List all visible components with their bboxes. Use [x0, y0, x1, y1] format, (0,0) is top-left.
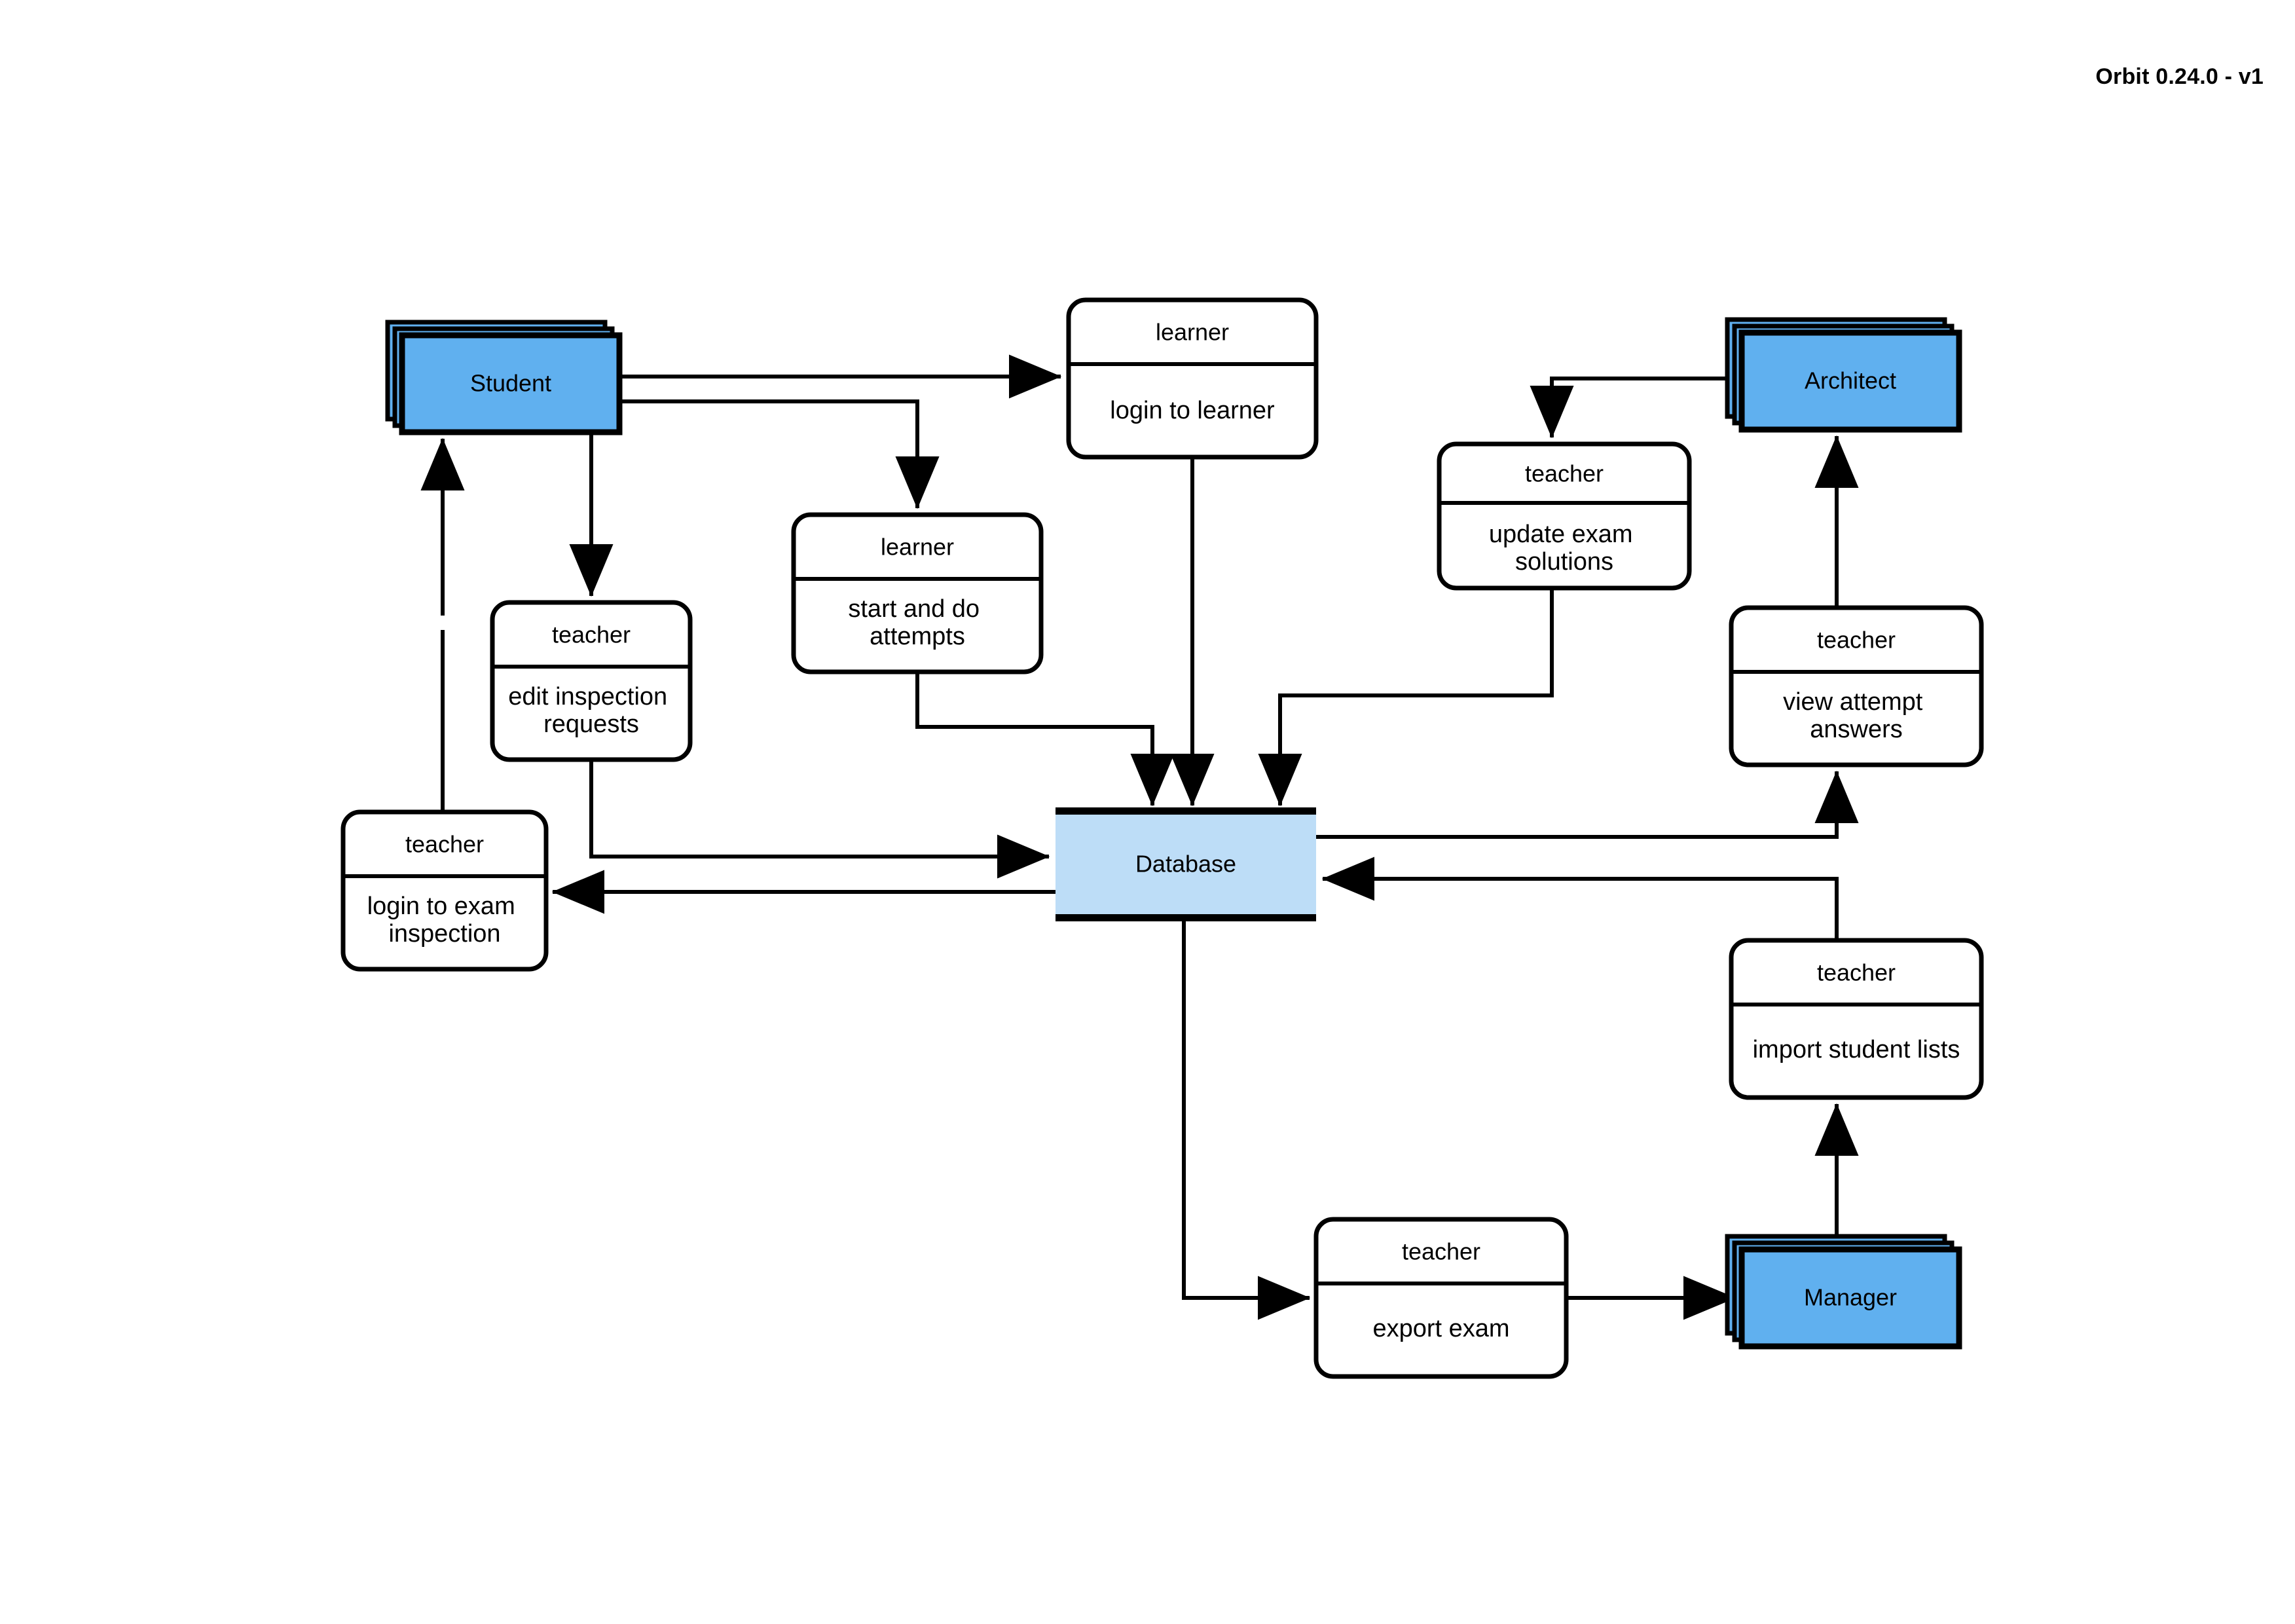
datastore-database[interactable]: Database [1056, 807, 1316, 921]
process-edit-inspection-requests-action: edit inspection requests [508, 683, 674, 738]
datastore-database-top-bar [1056, 807, 1316, 815]
process-export-exam[interactable]: teacher export exam [1313, 1217, 1569, 1379]
process-view-attempt-answers-action: view attempt answers [1783, 688, 1930, 743]
process-update-exam-solutions-body[interactable] [1437, 441, 1692, 591]
process-edit-inspection-requests-body[interactable] [490, 600, 693, 762]
process-view-attempt-answers-body[interactable] [1729, 605, 1984, 767]
process-import-student-lists-action: import student lists [1753, 1036, 1960, 1063]
process-start-and-do-attempts-role: learner [881, 534, 954, 561]
edge-edit-inspection-requests-to-database [589, 760, 1050, 879]
actor-architect-body[interactable] [1738, 329, 1962, 433]
process-login-to-exam-inspection-action: login to exam inspection [367, 893, 523, 948]
actor-architect[interactable]: Architect [1725, 317, 1962, 433]
process-login-to-exam-inspection-role: teacher [405, 831, 484, 858]
process-login-to-learner-body[interactable] [1066, 297, 1319, 460]
process-start-and-do-attempts-action: start and do attempts [848, 595, 986, 650]
actor-manager[interactable]: Manager [1725, 1234, 1962, 1350]
process-view-attempt-answers-role: teacher [1817, 627, 1896, 654]
process-update-exam-solutions-action: update exam solutions [1489, 521, 1640, 576]
actor-architect-label: Architect [1805, 367, 1896, 394]
process-edit-inspection-requests-role: teacher [552, 621, 631, 648]
edge-database-to-view-attempt-answers [1316, 770, 1859, 839]
process-export-exam-role: teacher [1402, 1238, 1480, 1265]
actor-student[interactable]: Student [385, 320, 623, 435]
actor-manager-body[interactable] [1738, 1246, 1962, 1350]
actor-manager-label: Manager [1804, 1284, 1897, 1311]
actor-student-body[interactable] [399, 332, 623, 435]
edge-student-to-start-and-do-attempts [619, 399, 940, 509]
process-view-attempt-answers[interactable]: teacher view attempt answers [1729, 605, 1984, 767]
process-login-to-learner[interactable]: learner login to learner [1066, 297, 1319, 460]
process-start-and-do-attempts-body[interactable] [791, 512, 1044, 674]
datastore-database-body[interactable] [1056, 811, 1316, 918]
process-update-exam-solutions-role: teacher [1525, 460, 1604, 487]
datastore-database-bottom-bar [1056, 914, 1316, 921]
process-start-and-do-attempts[interactable]: learner start and do attempts [791, 512, 1044, 674]
process-login-to-exam-inspection[interactable]: teacher login to exam inspection [340, 809, 549, 972]
process-update-exam-solutions[interactable]: teacher update exam solutions [1437, 441, 1692, 591]
process-import-student-lists-body[interactable] [1729, 938, 1984, 1100]
process-edit-inspection-requests[interactable]: teacher edit inspection requests [490, 600, 693, 762]
edge-database-to-export-exam [1182, 918, 1311, 1320]
actor-student-label: Student [470, 370, 551, 397]
version-label: Orbit 0.24.0 - v1 [2095, 64, 2264, 89]
edge-architect-to-update-exam-solutions [1530, 377, 1736, 439]
process-import-student-lists-role: teacher [1817, 959, 1896, 986]
process-login-to-exam-inspection-body[interactable] [340, 809, 549, 972]
edge-update-exam-solutions-to-database [1258, 588, 1554, 807]
datastore-database-label: Database [1135, 851, 1236, 877]
edge-start-and-do-attempts-to-database [915, 672, 1175, 807]
process-export-exam-action: export exam [1372, 1315, 1509, 1342]
edge-layer [420, 354, 1859, 1320]
process-import-student-lists[interactable]: teacher import student lists [1729, 938, 1984, 1100]
edge-import-student-lists-to-database [1321, 857, 1839, 940]
process-login-to-learner-role: learner [1156, 319, 1229, 346]
process-export-exam-body[interactable] [1313, 1217, 1569, 1379]
process-login-to-learner-action: login to learner [1110, 397, 1275, 424]
